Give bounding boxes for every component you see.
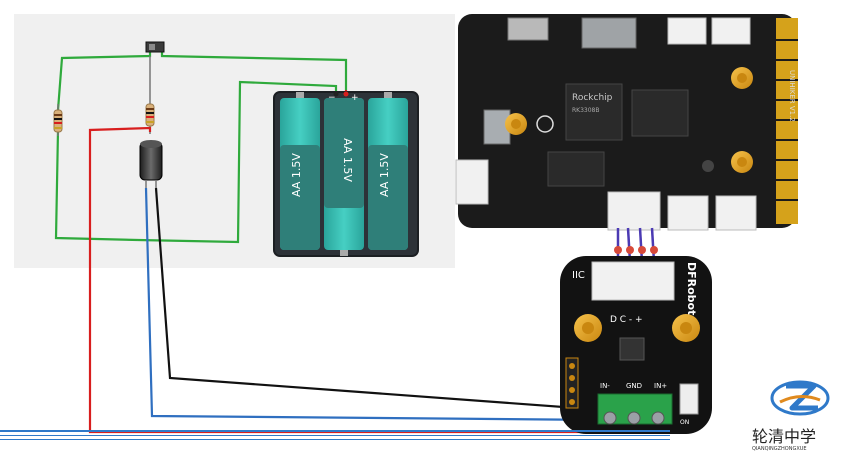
battery-minus-label: − [328,93,336,103]
wire-connector-dots [614,246,658,254]
school-logo-icon [770,380,830,416]
dfrobot-module: IIC DFRobot D C - + IN- GND IN+ ON [560,256,712,434]
unihiker-board: Rockchip RK3308B UNIHIKER V1.2 [455,14,798,231]
switch-on-label: ON [680,419,689,426]
black-wire [154,187,605,412]
blue-wire [144,187,607,422]
footer-line [0,435,670,436]
iic-label: IIC [572,270,585,281]
battery-pack-icon [273,91,419,257]
terminal-label-in-minus: IN- [600,382,610,390]
footer-line [0,430,670,432]
board-side-label: UNIHIKER V1.2 [788,70,796,122]
battery-cell-label: AA 1.5V [378,153,391,197]
capacitor-icon [139,140,163,188]
chip-brand: Rockchip [572,93,613,103]
school-name: 轮清中学 [752,427,816,446]
terminal-label-gnd: GND [626,382,642,390]
chip-model: RK3308B [572,107,600,114]
school-subtitle: QIANQINGZHONGXUE [752,446,807,452]
battery-plus-label: + [351,93,359,103]
resistor-icon [145,56,155,134]
dfrobot-brand: DFRobot [685,262,698,315]
battery-cell-label: AA 1.5V [341,138,354,182]
resistor-icon [53,104,63,136]
header-pins-label: D C - + [610,315,643,325]
terminal-label-in-plus: IN+ [654,382,667,390]
footer-line [0,439,670,440]
battery-cell-label: AA 1.5V [290,153,303,197]
switch-icon[interactable] [145,41,165,53]
